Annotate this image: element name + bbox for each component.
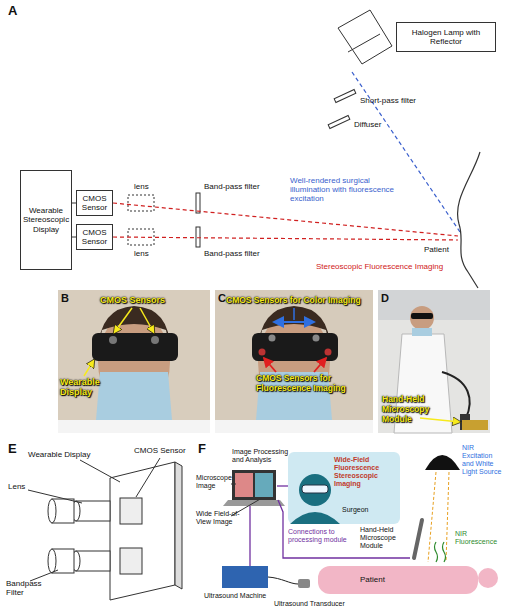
panel-letter: F <box>198 442 218 457</box>
imaging-path <box>113 237 458 240</box>
photo-b <box>58 290 210 433</box>
lenses <box>128 193 200 247</box>
component-label: Hand-Held Microscope Module <box>360 526 412 550</box>
diffuser <box>328 116 350 129</box>
system-drawing <box>222 452 498 594</box>
component-label: Connections to processing module <box>288 528 356 544</box>
box-text: CMOS Sensor <box>79 194 110 212</box>
callout-label: CMOS Sensors for Fluorescence Imaging <box>256 374 360 394</box>
component-label: Microscope Image <box>196 474 230 490</box>
lamp-box: Halogen Lamp with Reflector <box>396 22 496 52</box>
component-label: Ultrasound Machine <box>204 592 284 600</box>
sensor-box: CMOS Sensor <box>76 224 113 250</box>
photo-c <box>215 290 373 433</box>
callout-label: CMOS Sensors for Color Imaging <box>226 296 371 306</box>
box-text: Wearable Stereoscopic Display <box>23 206 69 234</box>
photo-d <box>378 290 490 433</box>
component-label: Band-pass filter <box>204 249 284 258</box>
component-label: Patient <box>360 575 410 584</box>
component-label: lens <box>134 249 164 258</box>
component-label: NIR Fluorescence <box>455 530 503 546</box>
component-label: Lens <box>8 482 38 491</box>
component-label: lens <box>134 182 164 191</box>
sensor-box: CMOS Sensor <box>76 190 113 216</box>
component-label: Surgeon <box>342 506 382 514</box>
illumination-path <box>352 72 460 232</box>
device-drawing <box>28 458 182 600</box>
box-text: CMOS Sensor <box>79 228 110 246</box>
display-box: Wearable Stereoscopic Display <box>20 170 72 270</box>
callout-label: Wearable Display <box>60 377 106 398</box>
component-label: Wearable Display <box>28 450 118 459</box>
component-label: Wide Field-of-View Image <box>196 510 248 526</box>
imaging-path <box>113 203 458 236</box>
beam-label: Stereoscopic Fluorescence Imaging <box>316 262 446 271</box>
panel-letter: A <box>8 4 28 19</box>
callout-label: CMOS Sensors <box>100 295 190 305</box>
component-label: Diffuser <box>354 120 414 129</box>
component-label: Patient <box>424 245 464 254</box>
panel-letter: D <box>381 292 397 305</box>
component-label: Short-pass filter <box>360 96 450 105</box>
component-label: Ultrasound Transducer <box>274 600 364 608</box>
component-label: Bandpass Filter <box>6 579 42 597</box>
component-label: NIR Excitation and White Light Source <box>462 444 504 476</box>
patient-outline <box>458 152 480 288</box>
component-label: Band-pass filter <box>204 182 284 191</box>
component-label: Wide-Field Fluorescence Stereoscopic Ima… <box>334 456 398 488</box>
component-label: CMOS Sensor <box>134 446 194 455</box>
short-pass-filter <box>334 90 356 103</box>
callout-label: Hand-Held Microscopy Module <box>382 395 434 424</box>
panel-letter: B <box>61 292 77 305</box>
component-label: Image Processing and Analysis <box>232 448 294 464</box>
lamp <box>338 10 392 64</box>
box-text: Halogen Lamp with Reflector <box>399 28 493 46</box>
beam-label: Well-rendered surgical illumination with… <box>290 176 410 204</box>
panel-letter: E <box>8 442 28 457</box>
